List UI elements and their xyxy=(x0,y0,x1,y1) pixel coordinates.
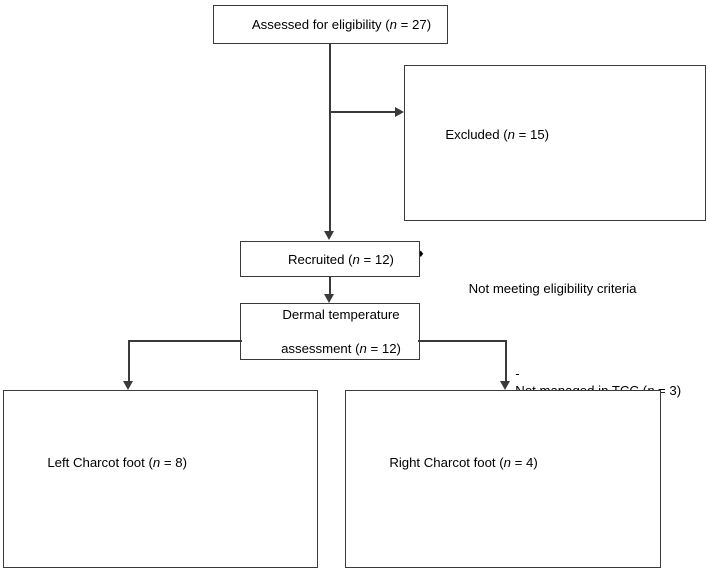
node-excluded: Excluded (n = 15) ♦ Not meeting eligibil… xyxy=(404,65,706,572)
excluded-sub-item: - Other inflammatory diagnosis (n = 1) xyxy=(464,552,694,572)
left-foot-heading-text: Left Charcot foot ( xyxy=(47,455,153,470)
arrowhead-to-assessment xyxy=(324,294,335,303)
assessment-n-symbol: n xyxy=(359,341,367,356)
arrowhead-to-left-foot xyxy=(123,381,134,390)
excluded-title-n: n xyxy=(507,127,515,142)
connector-to-excluded xyxy=(329,111,395,113)
right-foot-heading-n: n xyxy=(503,455,511,470)
node-assessment-label: Dermal temperature assessment (n = 12) xyxy=(259,289,401,374)
left-foot-heading-n: n xyxy=(152,455,161,470)
left-foot-content: Left Charcot foot (n = 8) Sanders & Fryk… xyxy=(18,403,303,572)
right-foot-content: Right Charcot foot (n = 4) Sanders & Fry… xyxy=(360,403,646,572)
connector-assessment-to-left xyxy=(128,340,242,342)
left-foot-heading: Left Charcot foot (n = 8) xyxy=(18,437,303,488)
assessment-line1: Dermal temperature xyxy=(282,307,400,322)
arrowhead-to-right-foot xyxy=(500,381,511,390)
connector-assessed-to-recruited xyxy=(329,44,331,231)
diamond-bullet-icon: ♦ xyxy=(418,248,424,260)
right-foot-heading-value: = 4) xyxy=(511,455,538,470)
recruited-n-value: = 12) xyxy=(359,251,394,267)
node-recruited: Recruited (n = 12) xyxy=(240,241,420,277)
spacer xyxy=(360,522,646,539)
assessed-text: Assessed for eligibility ( xyxy=(251,17,390,32)
node-right-charcot-foot: Right Charcot foot (n = 4) Sanders & Fry… xyxy=(345,390,661,568)
excluded-sub-value: = 3) xyxy=(654,383,682,398)
node-dermal-temperature-assessment: Dermal temperature assessment (n = 12) xyxy=(240,303,420,360)
node-recruited-label: Recruited (n = 12) xyxy=(266,234,394,285)
right-foot-heading-text: Right Charcot foot ( xyxy=(389,455,504,470)
connector-recruited-to-assessment xyxy=(329,277,331,294)
connector-left-drop xyxy=(128,340,130,381)
right-foot-heading: Right Charcot foot (n = 4) xyxy=(360,437,646,488)
assessment-n-value: = 12) xyxy=(366,341,401,356)
excluded-title: Excluded (n = 15) xyxy=(416,109,694,160)
excluded-title-value: = 15) xyxy=(514,127,550,142)
assessed-n-value: = 27) xyxy=(397,17,432,32)
node-left-charcot-foot: Left Charcot foot (n = 8) Sanders & Fryk… xyxy=(3,390,318,568)
spacer xyxy=(18,522,303,539)
assessment-line2-text: assessment ( xyxy=(281,341,360,356)
assessed-n-symbol: n xyxy=(389,17,398,32)
recruited-n-symbol: n xyxy=(352,251,360,267)
excluded-reason-label: Not meeting eligibility criteria xyxy=(468,281,637,296)
dash-glyph: - xyxy=(515,366,520,381)
connector-right-drop xyxy=(505,340,507,381)
node-assessed-label: Assessed for eligibility (n = 27) xyxy=(230,0,431,50)
dash-glyph: - xyxy=(515,570,519,572)
arrowhead-to-excluded xyxy=(395,107,404,117)
excluded-title-text: Excluded ( xyxy=(445,127,508,142)
connector-assessment-to-right xyxy=(418,340,506,342)
node-assessed-for-eligibility: Assessed for eligibility (n = 27) xyxy=(213,5,448,44)
recruited-text: Recruited ( xyxy=(288,251,353,267)
left-foot-heading-value: = 8) xyxy=(160,455,187,470)
arrowhead-to-recruited xyxy=(324,231,335,240)
